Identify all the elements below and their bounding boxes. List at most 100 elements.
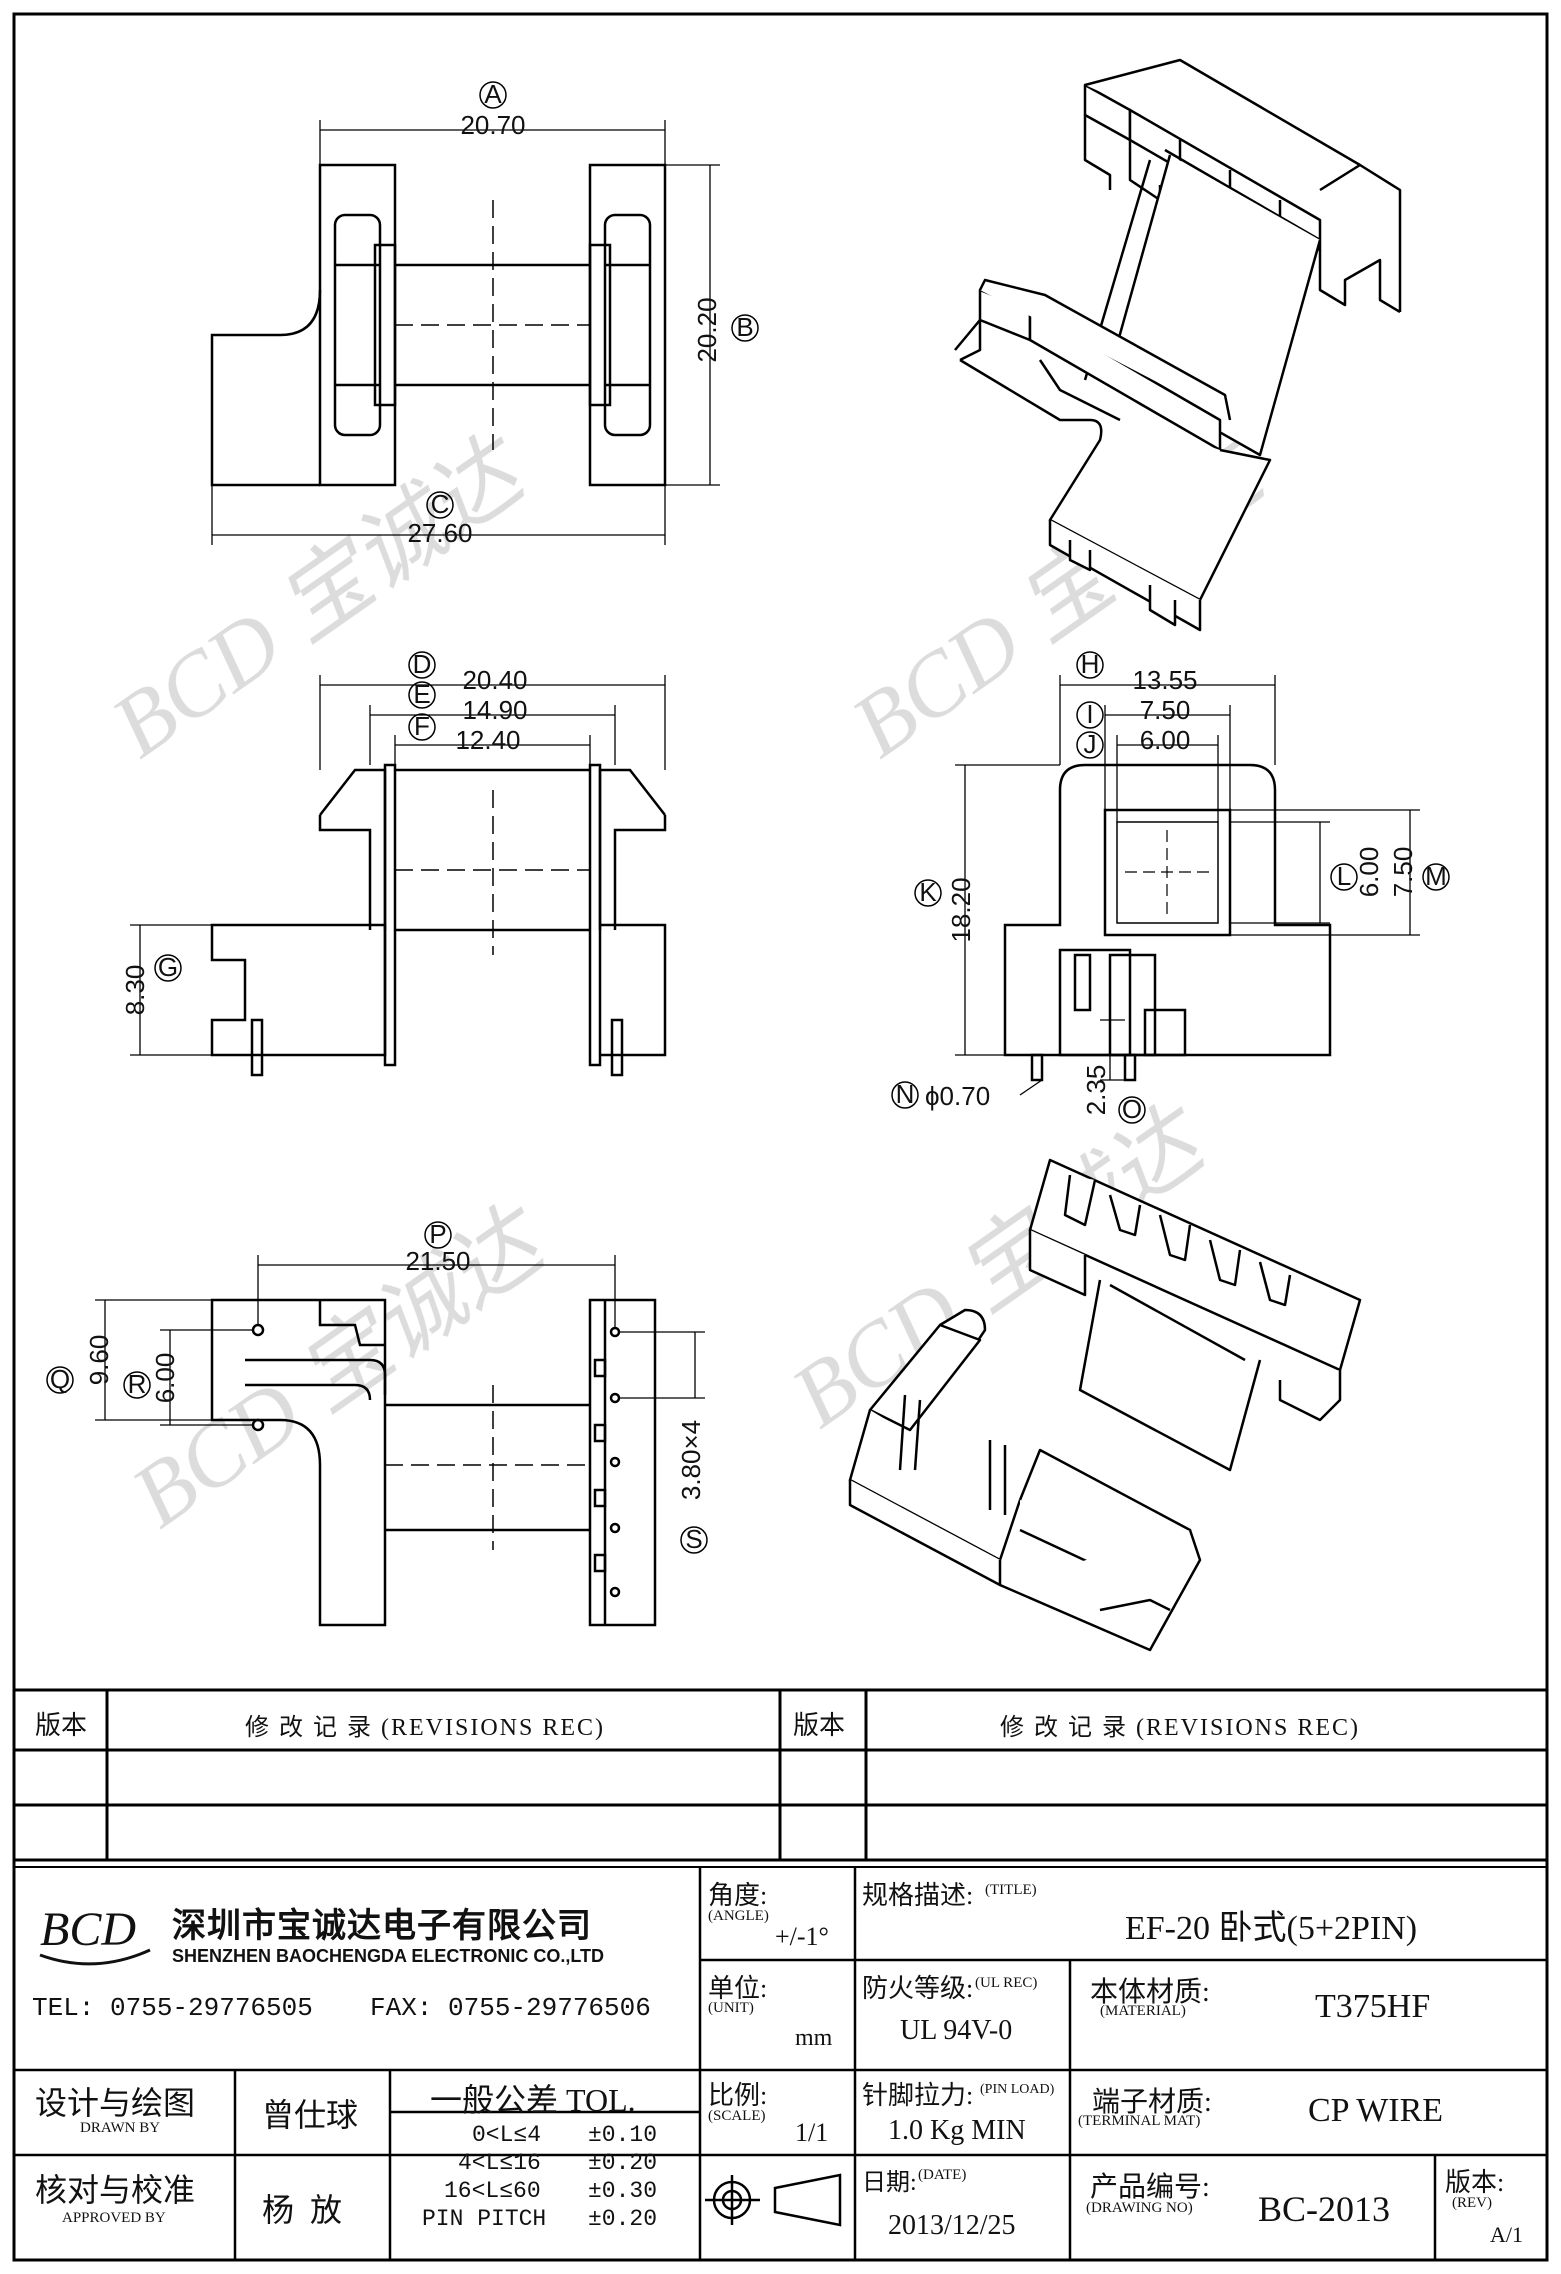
terminal-value: CP WIRE [1308, 2092, 1444, 2129]
dim-A: A 20.70 [460, 79, 525, 140]
title-label-en: (TITLE) [985, 1882, 1037, 1898]
front-view [210, 763, 667, 1077]
rev-title-right: 修 改 记 录 (REVISIONS REC) [1000, 1715, 1361, 1741]
ul-label: 防火等级: [862, 1974, 974, 2003]
dim-tag: M [1425, 861, 1447, 891]
tolerance-range: 16<L≤60 [444, 2178, 541, 2204]
bottom-view [210, 1298, 657, 1627]
drawn-label-en: DRAWN BY [80, 2120, 161, 2136]
tolerance-range: PIN PITCH [422, 2206, 547, 2232]
side-view-dims [955, 675, 1420, 1096]
top-view [210, 163, 667, 487]
drawing-no-value: BC-2013 [1258, 2189, 1391, 2229]
date-label-en: (DATE) [918, 2167, 967, 2183]
logo-text: BCD [40, 1903, 136, 1956]
dim-value: 6.00 [1354, 847, 1384, 898]
dim-tag: R [128, 1369, 147, 1399]
company-tel: TEL: 0755-29776505 [32, 1993, 313, 2023]
tolerance-value: ±0.30 [588, 2178, 658, 2204]
sheet-border [12, 12, 1549, 2262]
ul-label-en: (UL REC) [975, 1975, 1038, 1991]
tolerance-header: 一般公差 TOL. [430, 2082, 636, 2118]
terminal-label: 端子材质: [1092, 2087, 1212, 2118]
bottom-view-dims [95, 1255, 705, 1426]
angle-label-en: (ANGLE) [708, 1908, 769, 1924]
dim-N: N ϕ0.70 [891, 1079, 990, 1111]
dim-value: 20.70 [460, 110, 525, 140]
dim-tag: G [158, 952, 178, 982]
tolerance-value: ±0.20 [588, 2150, 658, 2176]
top-view-dims [211, 120, 720, 545]
dim-F: F 12.40 [408, 711, 521, 755]
dim-value: 18.20 [946, 877, 976, 942]
rev-value: A/1 [1490, 2222, 1523, 2247]
dim-value: 27.60 [407, 518, 472, 548]
tolerance-range: 4<L≤16 [458, 2150, 541, 2176]
dim-O: 2.35 O [1081, 1065, 1146, 1124]
material-label-en: (MATERIAL) [1100, 2003, 1186, 2019]
company-name-en: SHENZHEN BAOCHENGDA ELECTRONIC CO.,LTD [172, 1946, 604, 1966]
rev-title-left: 修 改 记 录 (REVISIONS REC) [245, 1715, 606, 1741]
dim-value: 14.90 [462, 695, 527, 725]
dim-value: 7.50 [1140, 695, 1191, 725]
dim-S: 3.80×4 S [676, 1420, 708, 1554]
company-logo: BCD [39, 1903, 151, 1966]
dim-value: 12.40 [455, 725, 520, 755]
dim-H: H 13.55 [1076, 649, 1198, 695]
dim-tag: B [736, 312, 753, 342]
dim-C: C 27.60 [407, 489, 472, 548]
scale-label: 比例: [708, 2081, 768, 2110]
angle-label: 角度: [708, 1881, 768, 1910]
watermark-text: BCD 宝诚达 [115, 1189, 567, 1547]
drawn-label: 设计与绘图 [35, 2085, 196, 2121]
dim-value: 8.30 [120, 965, 150, 1016]
dim-J: J 6.00 [1076, 725, 1190, 759]
material-label: 本体材质: [1090, 1977, 1210, 2008]
rev-label: 版本: [1445, 2168, 1505, 2197]
rev-version-label-left: 版本 [35, 1711, 88, 1740]
approved-name: 杨 放 [262, 2192, 343, 2228]
drawing-no-label-en: (DRAWING NO) [1086, 2200, 1193, 2216]
dim-value: 21.50 [405, 1246, 470, 1276]
tolerance-value: ±0.10 [588, 2122, 658, 2148]
material-value: T375HF [1315, 1988, 1431, 2025]
tolerance-range: 0<L≤4 [472, 2122, 542, 2148]
company-fax: FAX: 0755-29776506 [370, 1993, 651, 2023]
dim-L: 6.00 L [1330, 847, 1384, 898]
title-block-grid [14, 1867, 1547, 2260]
date-value: 2013/12/25 [888, 2210, 1016, 2241]
dim-I: I 7.50 [1076, 695, 1191, 729]
unit-label: 单位: [708, 1974, 768, 2003]
dim-value: 9.60 [84, 1335, 114, 1386]
side-view [1003, 763, 1332, 1082]
dim-tag: S [685, 1524, 702, 1554]
dim-M: 7.50 M [1388, 847, 1450, 897]
title-label: 规格描述: [862, 1881, 974, 1910]
dim-R: R 6.00 [123, 1353, 180, 1404]
dim-tag: A [484, 79, 502, 109]
rev-label-en: (REV) [1452, 2195, 1492, 2211]
projection-symbol-icon [705, 2173, 842, 2227]
drawing-no-label: 产品编号: [1090, 2172, 1210, 2203]
dim-tag: D [413, 649, 432, 679]
iso-view-top [954, 58, 1402, 632]
dim-D: D 20.40 [408, 649, 528, 695]
dim-tag: F [414, 711, 430, 741]
dim-tag: E [413, 679, 430, 709]
rev-version-label-right: 版本 [793, 1711, 846, 1740]
unit-value: mm [795, 2025, 833, 2051]
drawn-name: 曾仕球 [262, 2097, 359, 2133]
angle-value: +/-1° [775, 1922, 829, 1951]
dim-tag: Q [50, 1364, 70, 1394]
title-value: EF-20 卧式(5+2PIN) [1125, 1910, 1418, 1947]
dim-tag: N [896, 1079, 915, 1109]
terminal-label-en: (TERMINAL MAT) [1078, 2113, 1201, 2129]
dim-value: 6.00 [150, 1353, 180, 1404]
dim-K: K 18.20 [914, 877, 976, 943]
dim-tag: C [431, 489, 450, 519]
dim-value: 2.35 [1081, 1065, 1111, 1116]
dim-G: 8.30 G [120, 952, 182, 1016]
dim-value: 20.40 [462, 665, 527, 695]
scale-value: 1/1 [795, 2118, 829, 2147]
